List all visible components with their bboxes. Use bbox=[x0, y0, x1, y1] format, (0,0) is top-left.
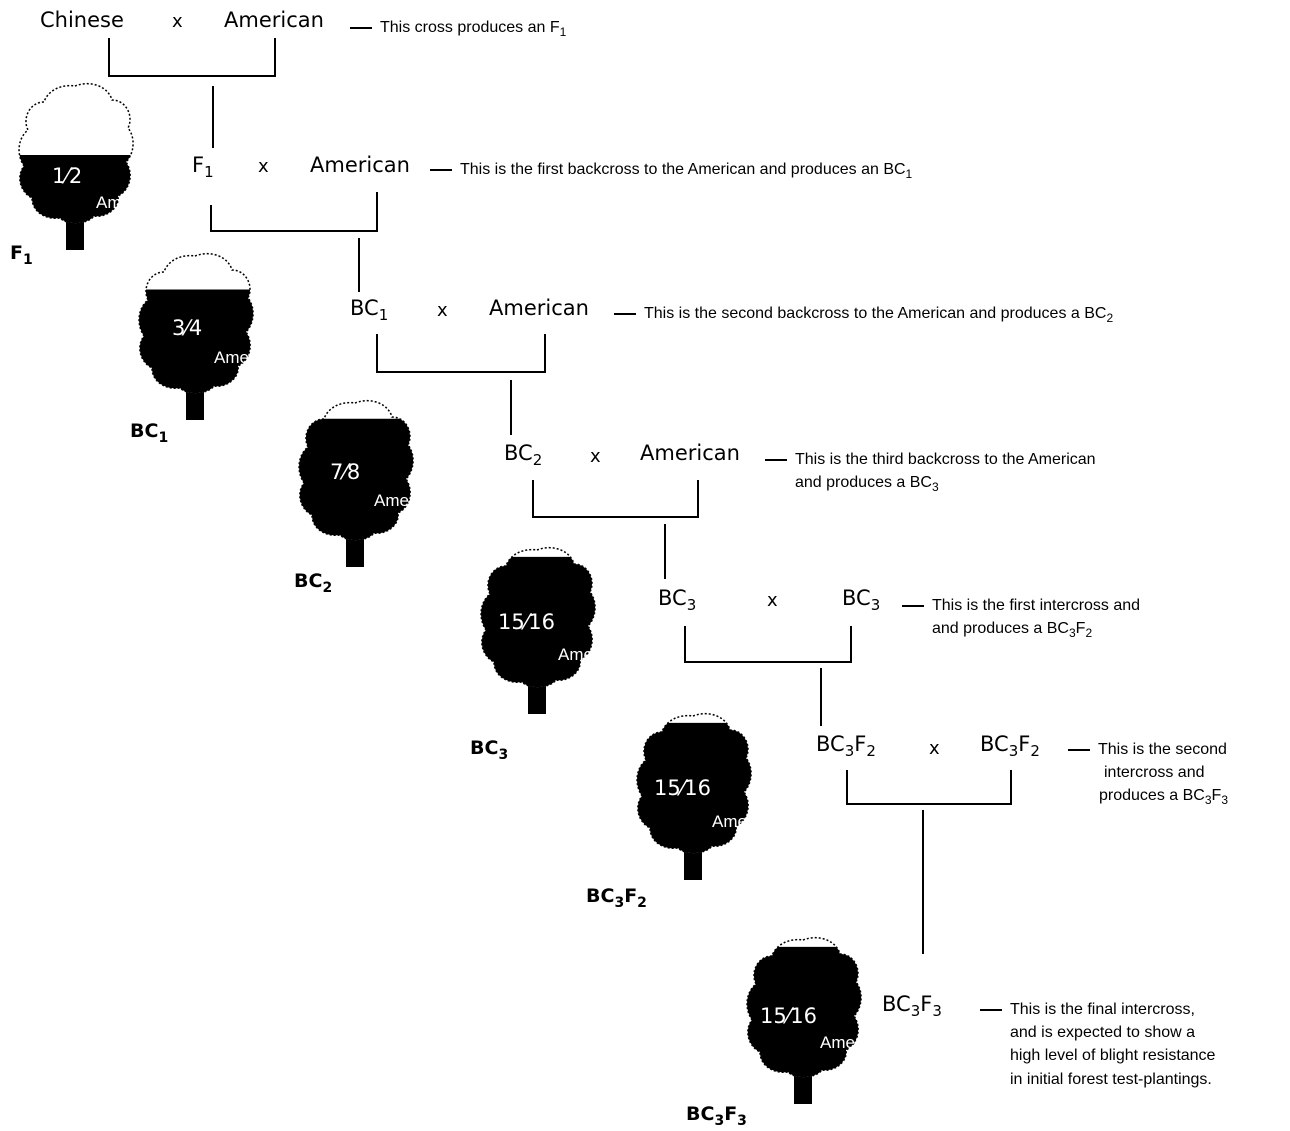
fraction-label: 15⁄16 bbox=[760, 1004, 817, 1028]
note-row-3: This is the third backcross to the Ameri… bbox=[765, 448, 1096, 497]
note-row-2: This is the second backcross to the Amer… bbox=[614, 302, 1113, 328]
cross-symbol: x bbox=[172, 11, 183, 32]
tree-icon bbox=[18, 82, 134, 250]
bracket-stem bbox=[664, 524, 666, 579]
note-row-6: This is the final intercross, and is exp… bbox=[980, 998, 1215, 1091]
bracket-stem bbox=[212, 86, 214, 148]
bracket-left bbox=[376, 334, 378, 372]
note-row-5: This is the second intercross and produc… bbox=[1068, 738, 1228, 810]
tree-bc3f2 bbox=[628, 708, 758, 883]
fraction-label: 15⁄16 bbox=[498, 610, 555, 634]
american-label: American bbox=[96, 193, 168, 212]
note-row-4: This is the first intercross and and pro… bbox=[902, 594, 1140, 643]
bracket-left bbox=[210, 205, 212, 231]
generation-label: BC1 bbox=[130, 420, 169, 446]
bracket-stem bbox=[922, 810, 924, 954]
note-row-1: This is the first backcross to the Ameri… bbox=[430, 158, 912, 184]
tree-f1 bbox=[10, 78, 140, 253]
generation-label: BC3F2 bbox=[586, 885, 647, 911]
tree-icon bbox=[138, 252, 254, 420]
bracket-right bbox=[274, 38, 276, 76]
tree-crown-american bbox=[481, 556, 596, 688]
bracket-stem bbox=[510, 380, 512, 435]
bracket-left bbox=[532, 480, 534, 517]
cross-symbol: x bbox=[929, 738, 940, 759]
cross-symbol: x bbox=[258, 156, 269, 177]
tree-icon bbox=[298, 399, 414, 567]
tree-icon bbox=[746, 936, 862, 1104]
bracket-bottom bbox=[376, 371, 546, 373]
parent-american: American bbox=[640, 441, 740, 465]
bracket-right bbox=[697, 480, 699, 517]
parent-chinese: Chinese bbox=[40, 8, 124, 32]
bracket-bottom bbox=[532, 516, 699, 518]
generation-label: BC3 bbox=[470, 737, 509, 763]
tree-bc1 bbox=[130, 248, 260, 423]
tree-bc2 bbox=[290, 395, 420, 570]
cross-bc3f2-right: BC3F2 bbox=[980, 732, 1040, 761]
tree-icon bbox=[480, 546, 596, 714]
parent-american: American bbox=[310, 153, 410, 177]
tree-crown-american bbox=[139, 289, 254, 394]
american-label: American bbox=[712, 812, 784, 831]
fraction-label: 7⁄8 bbox=[330, 460, 361, 484]
bracket-left bbox=[846, 770, 848, 804]
cross-bc3f2: BC3F2 bbox=[816, 732, 876, 761]
tree-crown-american bbox=[637, 722, 752, 854]
cross-symbol: x bbox=[437, 300, 448, 321]
bracket-right bbox=[544, 334, 546, 372]
cross-symbol: x bbox=[590, 446, 601, 467]
generation-label: F1 bbox=[10, 242, 33, 268]
american-label: American bbox=[558, 645, 630, 664]
parent-american: American bbox=[224, 8, 324, 32]
cross-bc3: BC3 bbox=[658, 586, 697, 615]
cross-bc2: BC2 bbox=[504, 441, 543, 470]
bracket-bottom bbox=[108, 75, 276, 77]
bracket-right bbox=[376, 192, 378, 231]
bracket-right bbox=[1010, 770, 1012, 804]
bracket-stem bbox=[358, 238, 360, 292]
cross-bc3f3: BC3F3 bbox=[882, 992, 942, 1021]
tree-bc3 bbox=[472, 542, 602, 717]
bracket-left bbox=[108, 38, 110, 76]
cross-bc1: BC1 bbox=[350, 296, 389, 325]
cross-f1: F1 bbox=[192, 153, 214, 182]
fraction-label: 3⁄4 bbox=[172, 316, 203, 340]
generation-label: BC2 bbox=[294, 570, 333, 596]
note-row-0: This cross produces an F1 bbox=[350, 16, 566, 42]
american-label: American bbox=[214, 348, 286, 367]
cross-bc3-right: BC3 bbox=[842, 586, 881, 615]
generation-label: BC3F3 bbox=[686, 1103, 747, 1129]
cross-symbol: x bbox=[767, 590, 778, 611]
bracket-stem bbox=[820, 668, 822, 726]
tree-bc3f3 bbox=[738, 932, 868, 1107]
tree-crown-american bbox=[747, 946, 862, 1078]
bracket-bottom bbox=[846, 803, 1012, 805]
bracket-left bbox=[684, 626, 686, 662]
parent-american: American bbox=[489, 296, 589, 320]
fraction-label: 1⁄2 bbox=[52, 164, 83, 188]
bracket-bottom bbox=[684, 661, 852, 663]
fraction-label: 15⁄16 bbox=[654, 776, 711, 800]
tree-crown-american bbox=[299, 418, 414, 541]
american-label: American bbox=[374, 491, 446, 510]
bracket-right bbox=[850, 626, 852, 662]
tree-icon bbox=[636, 712, 752, 880]
bracket-bottom bbox=[210, 230, 378, 232]
american-label: American bbox=[820, 1033, 892, 1052]
